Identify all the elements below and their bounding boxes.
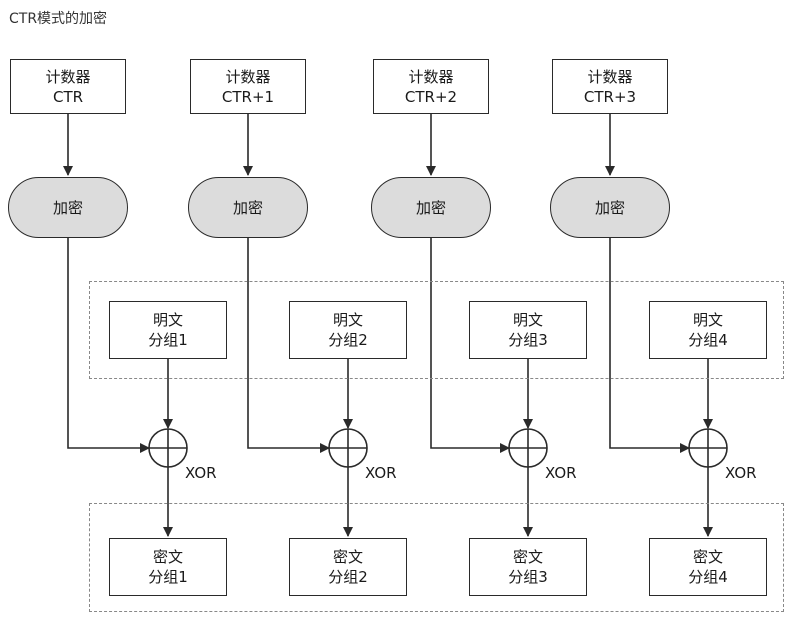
- keystream-to-xor-arrow: [430, 238, 510, 453]
- box-line-1: 明文: [332, 311, 363, 329]
- plaintext-group-frame: [89, 281, 784, 379]
- box-line-1: 密文: [692, 548, 723, 566]
- box-line-1: 计数器: [408, 67, 454, 86]
- box-line-2: 分组4: [688, 568, 728, 586]
- encrypt-block: 加密: [371, 177, 491, 238]
- xor-label: XOR: [365, 464, 397, 482]
- box-line-1: 计数器: [45, 67, 91, 86]
- box-line-2: 分组3: [508, 331, 548, 349]
- encrypt-block: 加密: [8, 177, 128, 238]
- box-line-1: 明文: [512, 311, 543, 329]
- box-line-2: CTR: [52, 87, 84, 106]
- plaintext-box: 明文分组2: [289, 301, 407, 359]
- encrypt-label: 加密: [52, 199, 83, 217]
- box-line-1: 明文: [152, 311, 183, 329]
- xor-label: XOR: [185, 464, 217, 482]
- ciphertext-group-frame: [89, 503, 784, 612]
- box-line-1: 密文: [332, 548, 363, 566]
- xor-label: XOR: [725, 464, 757, 482]
- ciphertext-box: 密文分组1: [109, 538, 227, 596]
- box-line-2: CTR+2: [404, 87, 458, 106]
- encrypt-block: 加密: [550, 177, 670, 238]
- box-line-1: 密文: [512, 548, 543, 566]
- encrypt-label: 加密: [594, 199, 625, 217]
- box-line-1: 计数器: [225, 67, 271, 86]
- box-line-2: 分组4: [688, 331, 728, 349]
- diagram-title: CTR模式的加密: [9, 11, 108, 27]
- plaintext-box: 明文分组4: [649, 301, 767, 359]
- box-line-2: CTR+3: [583, 87, 637, 106]
- box-line-2: 分组2: [328, 568, 368, 586]
- keystream-to-xor-arrow: [609, 238, 690, 453]
- ciphertext-box: 密文分组3: [469, 538, 587, 596]
- plaintext-box: 明文分组3: [469, 301, 587, 359]
- keystream-to-xor-arrow: [67, 238, 150, 453]
- keystream-to-xor-arrow: [247, 238, 330, 453]
- box-line-2: 分组1: [148, 568, 188, 586]
- box-line-1: 计数器: [587, 67, 633, 86]
- encrypt-label: 加密: [415, 199, 446, 217]
- box-line-1: 密文: [152, 548, 183, 566]
- box-line-1: 明文: [692, 311, 723, 329]
- box-line-2: 分组1: [148, 331, 188, 349]
- xor-label: XOR: [545, 464, 577, 482]
- box-line-2: CTR+1: [221, 87, 275, 106]
- encrypt-block: 加密: [188, 177, 308, 238]
- encrypt-label: 加密: [232, 199, 263, 217]
- plaintext-box: 明文分组1: [109, 301, 227, 359]
- ciphertext-box: 密文分组2: [289, 538, 407, 596]
- ciphertext-box: 密文分组4: [649, 538, 767, 596]
- box-line-2: 分组2: [328, 331, 368, 349]
- box-line-2: 分组3: [508, 568, 548, 586]
